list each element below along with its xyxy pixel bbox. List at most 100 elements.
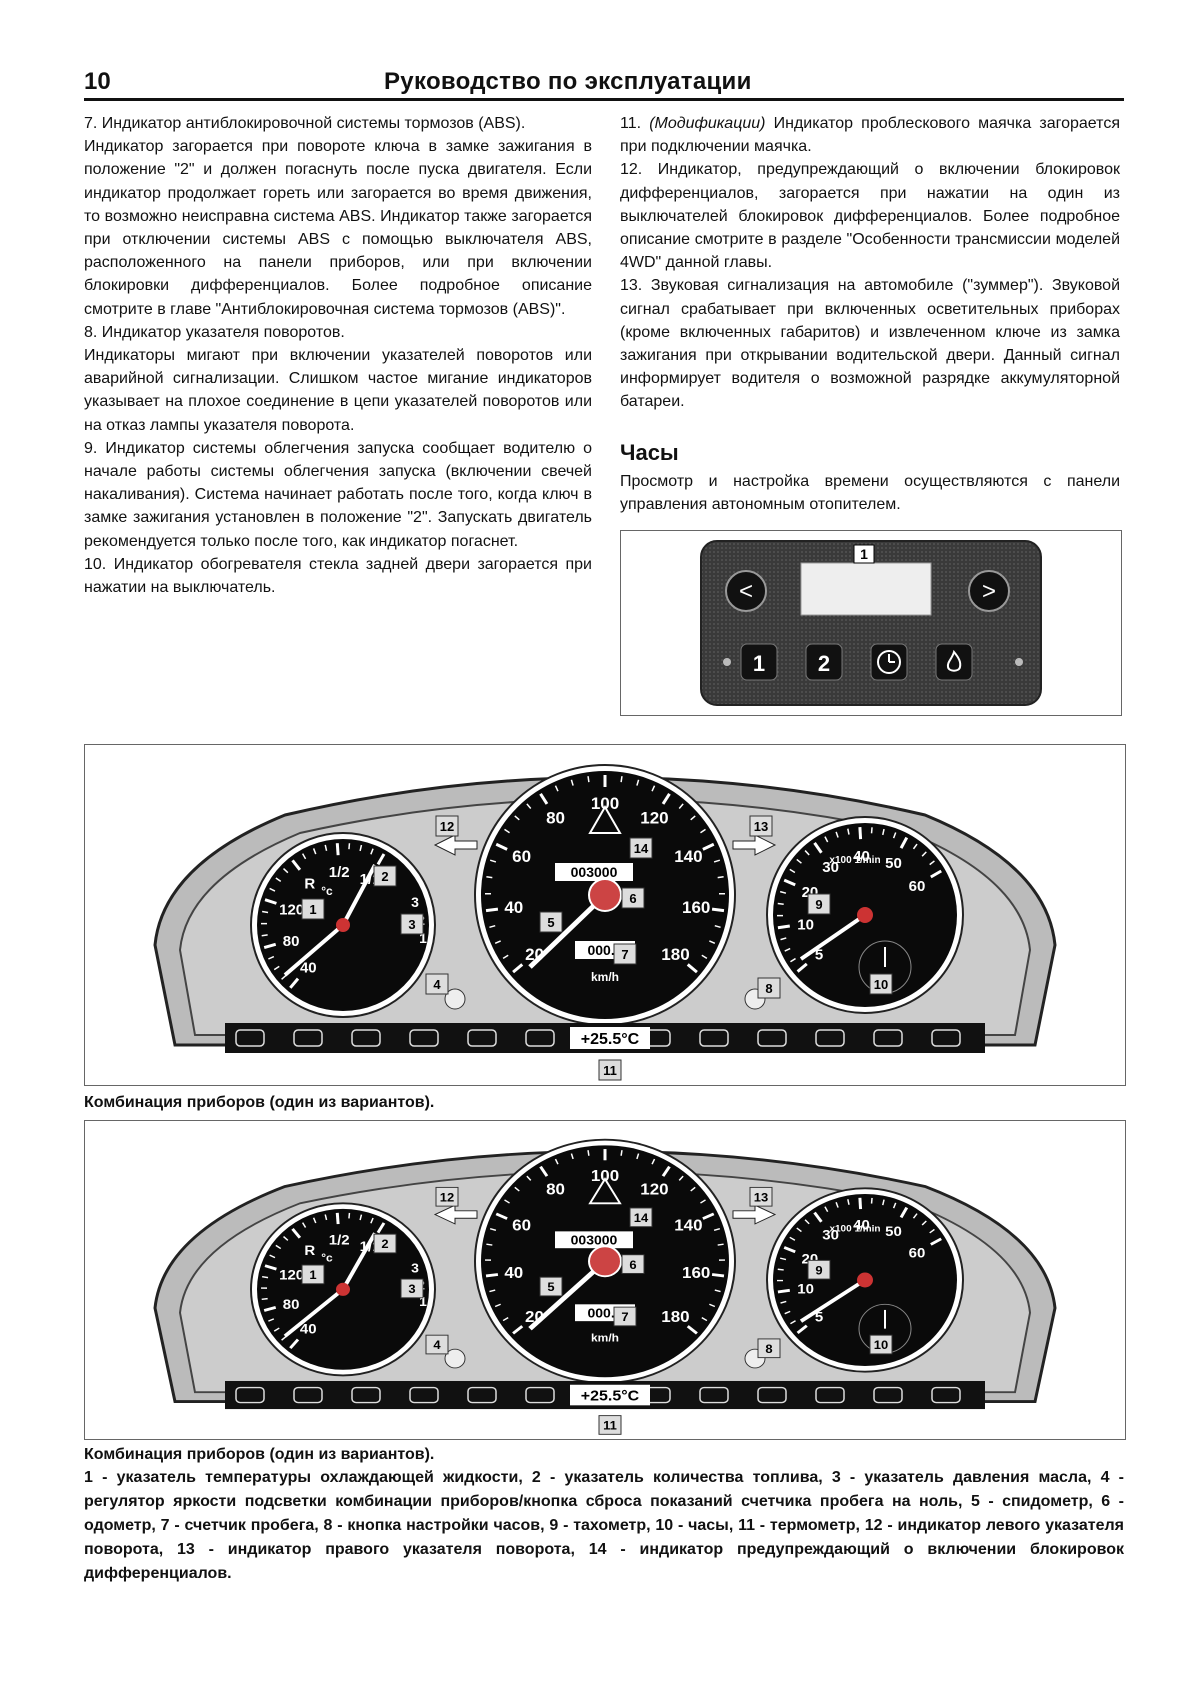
callout-box bbox=[757, 1338, 781, 1359]
warning-light-icon bbox=[525, 1029, 555, 1047]
preset-1-button[interactable] bbox=[740, 643, 778, 681]
tachometer-tick bbox=[847, 1199, 850, 1205]
tachometer-tick bbox=[796, 858, 802, 864]
callout-1: 1 bbox=[860, 546, 868, 562]
callout-box bbox=[425, 973, 449, 995]
speedometer-tick bbox=[711, 1273, 725, 1278]
combo-gauge-tick bbox=[261, 1297, 268, 1301]
combo-gauge-tick bbox=[268, 1318, 275, 1322]
speedometer-tick bbox=[714, 1289, 721, 1293]
callout-14: 14 bbox=[634, 1211, 648, 1225]
warning-light-icon bbox=[873, 1029, 903, 1047]
combo-gauge-tick bbox=[283, 868, 289, 874]
speed-hub bbox=[588, 878, 622, 912]
combo-gauge-label: R bbox=[304, 1244, 315, 1259]
tachometer-label: 60 bbox=[909, 878, 926, 895]
combo-gauge-tick bbox=[376, 1222, 386, 1234]
callout-box bbox=[613, 943, 637, 965]
callout-box bbox=[539, 911, 563, 933]
speedometer-tick bbox=[661, 1165, 671, 1177]
tachometer-tick bbox=[858, 827, 863, 840]
warning-light-icon bbox=[699, 1386, 729, 1404]
combo-gauge-tick bbox=[273, 965, 280, 971]
paragraph-item-12: 12. Индикатор, предупреждающий о включен… bbox=[620, 161, 1120, 272]
speedometer-tick bbox=[489, 859, 497, 863]
warning-light-icon bbox=[293, 1386, 323, 1404]
combo-gauge-label: 80 bbox=[283, 1297, 300, 1312]
combo-gauge-tick bbox=[289, 977, 300, 989]
left-text-column: 7. Индикатор антиблокировочной системы т… bbox=[84, 112, 592, 599]
callout-box bbox=[621, 1254, 645, 1274]
oil-label: 1 bbox=[419, 930, 427, 946]
callout-1: 1 bbox=[309, 902, 316, 917]
paragraph-item-13: 13. Звуковая сигнализация на автомобиле … bbox=[620, 277, 1120, 411]
callout-6: 6 bbox=[629, 1258, 636, 1272]
paragraph: 9. Индикатор системы облегчения запуска … bbox=[84, 439, 592, 550]
speedometer-label: 160 bbox=[682, 1265, 710, 1282]
speed-unit: km/h bbox=[591, 970, 619, 984]
warning-light-icon bbox=[699, 1029, 729, 1047]
combo-gauge-tick bbox=[359, 844, 363, 852]
speedometer-tick bbox=[489, 1228, 497, 1232]
tachometer-tick bbox=[777, 1268, 784, 1271]
speedometer-tick bbox=[636, 1153, 640, 1160]
callout-3: 3 bbox=[408, 917, 415, 932]
combo-gauge-tick bbox=[370, 848, 374, 855]
svg-text:1: 1 bbox=[753, 651, 765, 676]
thermometer-display bbox=[570, 1384, 650, 1406]
heater-button[interactable] bbox=[935, 643, 973, 681]
tachometer-tick bbox=[824, 1206, 829, 1213]
speedometer-tick bbox=[514, 815, 520, 821]
speedometer-tick bbox=[700, 828, 706, 834]
combo-gauge-tick bbox=[269, 1254, 276, 1259]
tachometer-tick bbox=[777, 902, 784, 906]
tachometer-tick bbox=[784, 1310, 791, 1315]
callout-box bbox=[598, 1059, 622, 1081]
tachometer-tick bbox=[790, 957, 796, 963]
combo-gauge-tick bbox=[289, 1338, 300, 1350]
tachometer-tick bbox=[783, 1246, 796, 1254]
speedometer-label: 100 bbox=[591, 794, 619, 813]
speedometer-tick bbox=[554, 785, 559, 792]
callout-box bbox=[629, 1207, 653, 1228]
callout-8: 8 bbox=[765, 981, 772, 996]
preset-2-button[interactable] bbox=[805, 643, 843, 681]
tachometer-label: 40 bbox=[853, 1218, 870, 1233]
warning-light-icon bbox=[467, 1386, 497, 1404]
callout-box bbox=[613, 1306, 637, 1327]
brightness-knob bbox=[444, 988, 466, 1010]
speedometer-tick bbox=[489, 924, 496, 929]
callout-4: 4 bbox=[433, 977, 441, 992]
speedometer-tick bbox=[651, 1158, 656, 1165]
callout-9: 9 bbox=[815, 897, 822, 912]
cluster-drawing: 4080120R1/21/1°c321204060801001201401601… bbox=[153, 764, 1057, 1081]
tachometer-tick bbox=[912, 843, 918, 850]
callout-box bbox=[435, 1186, 459, 1207]
tachometer-label: 30 bbox=[822, 1228, 839, 1243]
warning-light-icon bbox=[757, 1029, 787, 1047]
right-arrow-button[interactable] bbox=[968, 570, 1010, 612]
combo-gauge-tick bbox=[335, 843, 340, 856]
tachometer-tick bbox=[789, 868, 796, 874]
callout-box bbox=[301, 898, 325, 920]
speedometer-tick bbox=[512, 1325, 524, 1335]
tachometer-tick bbox=[796, 962, 808, 973]
tachometer-tick bbox=[930, 1237, 942, 1246]
right-text-column: 11. (Модификации) Индикатор проблесковог… bbox=[620, 112, 1120, 414]
callout-box bbox=[598, 1415, 622, 1435]
temp-needle bbox=[283, 923, 345, 977]
left-arrow-button[interactable] bbox=[725, 570, 767, 612]
tachometer-label: 10 bbox=[797, 917, 814, 934]
fuel-needle bbox=[341, 864, 377, 926]
tachometer-label: 10 bbox=[797, 1282, 814, 1297]
heater-panel-figure: 1 < > 1 2 bbox=[620, 530, 1122, 716]
speedometer-tick bbox=[512, 963, 524, 974]
callout-5: 5 bbox=[547, 1281, 554, 1295]
speedometer-tick bbox=[702, 1212, 715, 1220]
speedometer-tick bbox=[711, 907, 725, 913]
combo-gauge-tick bbox=[269, 887, 276, 892]
speedometer-tick bbox=[717, 1243, 724, 1246]
svg-text:2: 2 bbox=[818, 651, 830, 676]
warning-light-icon bbox=[525, 1386, 555, 1404]
speedometer-tick bbox=[570, 1153, 574, 1160]
